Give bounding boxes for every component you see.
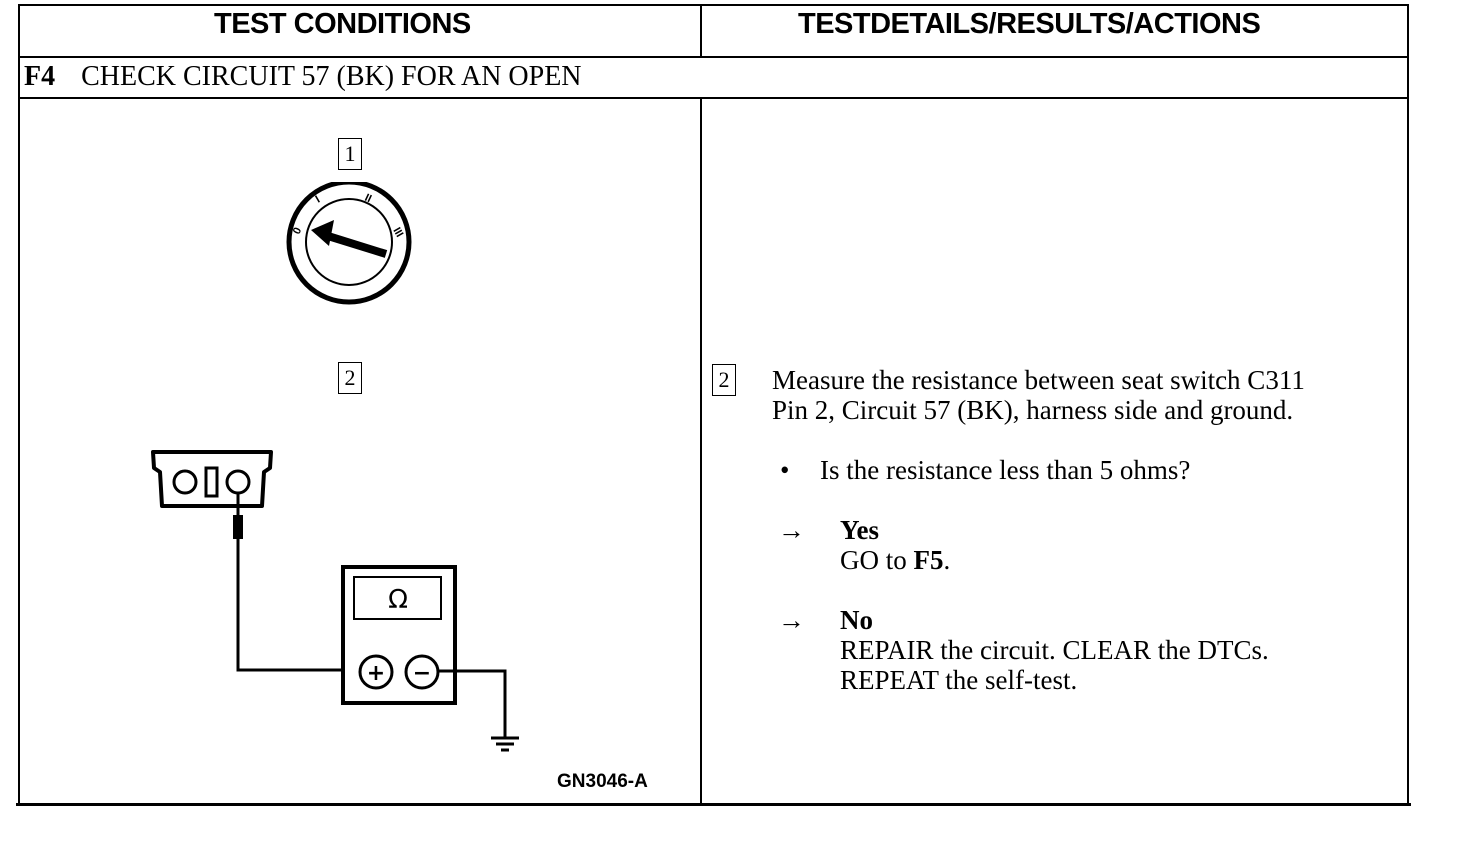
yes-action: GO to F5. bbox=[840, 545, 950, 575]
yes-action-prefix: GO to bbox=[840, 545, 914, 575]
no-action-line-2: REPEAT the self-test. bbox=[840, 665, 1078, 695]
negative-lead-wire bbox=[438, 669, 507, 738]
callout-box-2: 2 bbox=[338, 362, 362, 394]
positive-terminal bbox=[358, 654, 394, 690]
yes-action-suffix: . bbox=[943, 545, 951, 575]
instruction-line-1: Measure the resistance between seat swit… bbox=[772, 365, 1305, 395]
ground-symbol-icon bbox=[491, 736, 519, 752]
position-label-0: 0 bbox=[291, 226, 304, 237]
question-bullet: • bbox=[780, 455, 790, 485]
yes-label: Yes bbox=[840, 515, 879, 545]
step-title: CHECK CIRCUIT 57 (BK) FOR AN OPEN bbox=[81, 61, 582, 92]
details-callout-box-2: 2 bbox=[712, 364, 736, 396]
positive-sign: + bbox=[367, 661, 385, 686]
yes-arrow-icon: → bbox=[778, 515, 805, 545]
connector-pin-center bbox=[204, 466, 219, 498]
column-header-test-conditions: TEST CONDITIONS bbox=[214, 8, 471, 40]
positive-lead-wire bbox=[236, 539, 342, 672]
figure-id: GN3046-A bbox=[557, 771, 648, 792]
no-label: No bbox=[840, 605, 873, 635]
connector-pin-2 bbox=[225, 469, 251, 495]
step-title-row: F4 CHECK CIRCUIT 57 (BK) FOR AN OPEN bbox=[24, 61, 582, 93]
no-action-line-1: REPAIR the circuit. CLEAR the DTCs. bbox=[840, 635, 1269, 665]
question-text: Is the resistance less than 5 ohms? bbox=[820, 455, 1191, 485]
ohmmeter-display bbox=[353, 576, 442, 620]
ignition-inner-ring bbox=[305, 198, 393, 286]
ohmmeter-wiring-illustration: Ω + − bbox=[151, 450, 519, 752]
yes-action-target: F5 bbox=[913, 545, 944, 575]
no-arrow-icon: → bbox=[778, 605, 805, 635]
ignition-pointer-head bbox=[311, 220, 334, 246]
negative-sign: − bbox=[413, 661, 431, 686]
connector-housing bbox=[151, 450, 273, 508]
probe-handle bbox=[233, 515, 243, 539]
ohm-symbol: Ω bbox=[388, 585, 408, 615]
instruction-line-2: Pin 2, Circuit 57 (BK), harness side and… bbox=[772, 395, 1294, 425]
position-label-1: I bbox=[314, 194, 323, 206]
column-header-test-details: TESTDETAILS/RESULTS/ACTIONS bbox=[798, 8, 1261, 40]
callout-box-1: 1 bbox=[338, 138, 362, 170]
ignition-switch-illustration: 0 I II III bbox=[286, 182, 412, 305]
step-id: F4 bbox=[24, 61, 56, 92]
ignition-pointer-shaft bbox=[326, 232, 388, 258]
connector-pin-1 bbox=[172, 469, 198, 495]
position-label-2: II bbox=[363, 192, 374, 205]
ignition-outer-ring bbox=[286, 182, 412, 305]
